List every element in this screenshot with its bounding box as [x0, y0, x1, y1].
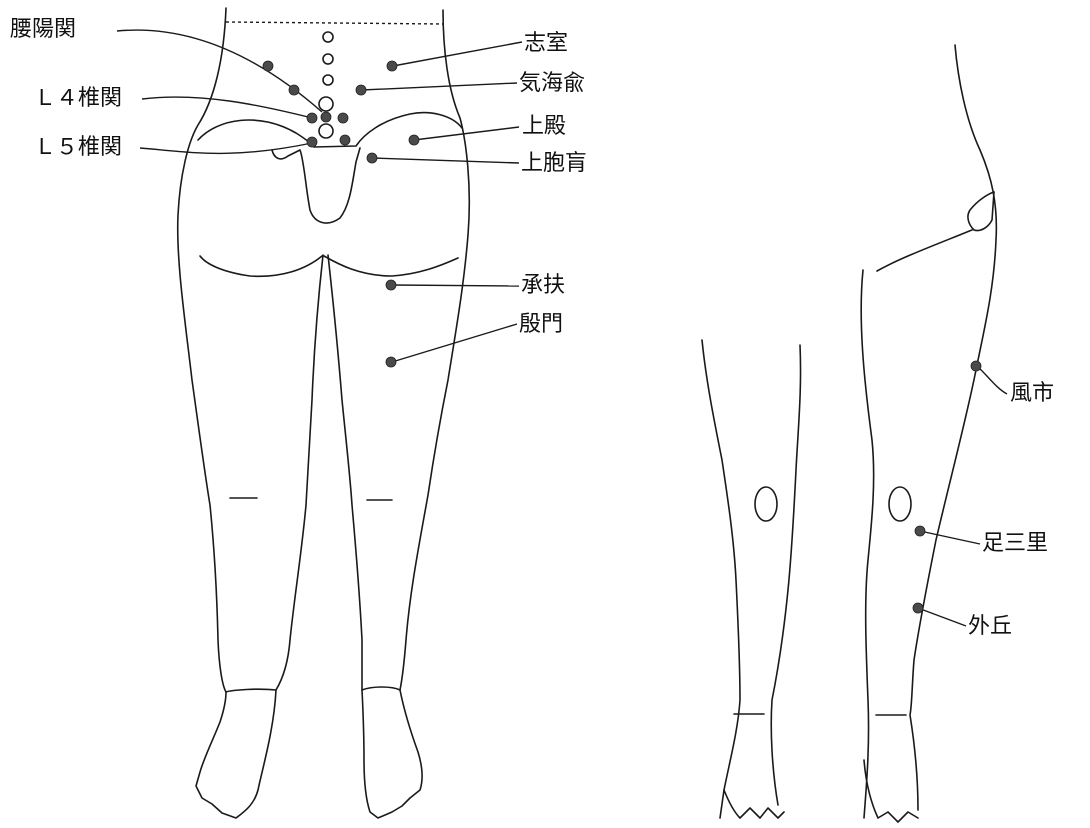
- spinal-process-ring: [319, 124, 333, 138]
- lower-leg-left-contour: [702, 340, 740, 818]
- label-gaikyu: 外丘: [968, 614, 1012, 639]
- label-johoko: 上胞肓: [521, 151, 587, 176]
- right-inner-leg-contour: [328, 255, 362, 690]
- leader-fushi: [977, 366, 1007, 394]
- point-inmon: [386, 357, 396, 367]
- side-view-figure: [702, 45, 996, 822]
- spinal-process-ring: [323, 75, 333, 85]
- side-posterior-contour: [910, 45, 996, 810]
- leader-shofu: [392, 285, 519, 286]
- side-knee-cap: [889, 487, 911, 521]
- left-outer-contour: [178, 8, 226, 692]
- point-johoko: [367, 153, 377, 163]
- hip-crease: [877, 230, 972, 271]
- label-l5: Ｌ５椎関: [34, 135, 122, 160]
- label-shishitsu: 志室: [524, 31, 568, 56]
- leader-ashisanri: [920, 531, 980, 544]
- leader-shishitsu: [393, 42, 522, 66]
- point-shishitsu-right: [387, 61, 397, 71]
- point-l5-left: [307, 137, 317, 147]
- point-joden: [409, 135, 419, 145]
- leader-kikaiyu: [362, 83, 517, 90]
- spinal-process-ring: [319, 97, 333, 111]
- leader-l5: [140, 143, 312, 153]
- point-l4-right: [338, 113, 348, 123]
- right-gluteal-fold: [324, 256, 458, 276]
- label-l4: Ｌ４椎関: [34, 86, 122, 111]
- waist-line: [226, 22, 443, 24]
- leader-inmon: [392, 324, 517, 362]
- label-kikaiyu: 気海兪: [519, 71, 585, 96]
- side-anterior-contour: [861, 270, 873, 818]
- label-fushi: 風市: [1010, 381, 1054, 406]
- right-outer-contour: [400, 10, 469, 690]
- point-l5-right: [340, 135, 350, 145]
- label-joden: 上殿: [522, 114, 566, 139]
- point-shishitsu-left: [263, 61, 273, 71]
- leader-gaikyu: [918, 608, 966, 626]
- left-gluteal-fold: [200, 256, 322, 276]
- leader-l4: [142, 97, 312, 118]
- label-inmon: 殷門: [519, 312, 563, 337]
- point-fushi: [971, 361, 981, 371]
- right-foot: [362, 687, 422, 818]
- point-labels: 腰陽関 Ｌ４椎関 Ｌ５椎関 志室 気海兪 上殿 上胞肓 承扶 殷門 風市 足三里…: [10, 17, 1054, 639]
- point-ashisanri: [915, 526, 925, 536]
- point-kikaiyu-left: [289, 85, 299, 95]
- acupoint-dots: [263, 61, 981, 613]
- leader-joden: [414, 127, 519, 140]
- leader-johoko: [373, 158, 519, 163]
- point-shofu: [386, 280, 396, 290]
- point-kikaiyu-right: [356, 85, 366, 95]
- lower-knee-cap: [755, 487, 777, 521]
- point-yoyokan: [321, 112, 331, 122]
- side-foot: [864, 760, 918, 822]
- spinal-process-ring: [323, 54, 333, 64]
- sacrum-outline: [272, 148, 360, 223]
- spinal-process-ring: [323, 32, 333, 42]
- label-yoyokan: 腰陽関: [10, 17, 76, 42]
- trochanter: [968, 192, 994, 231]
- lower-foot-toes: [724, 790, 784, 818]
- point-gaikyu: [913, 603, 923, 613]
- label-ashisanri: 足三里: [982, 531, 1048, 556]
- left-inner-leg-contour: [276, 255, 323, 690]
- lower-leg-right-contour: [771, 345, 800, 805]
- left-foot: [196, 689, 276, 818]
- label-shofu: 承扶: [521, 273, 565, 298]
- point-l4-left: [307, 113, 317, 123]
